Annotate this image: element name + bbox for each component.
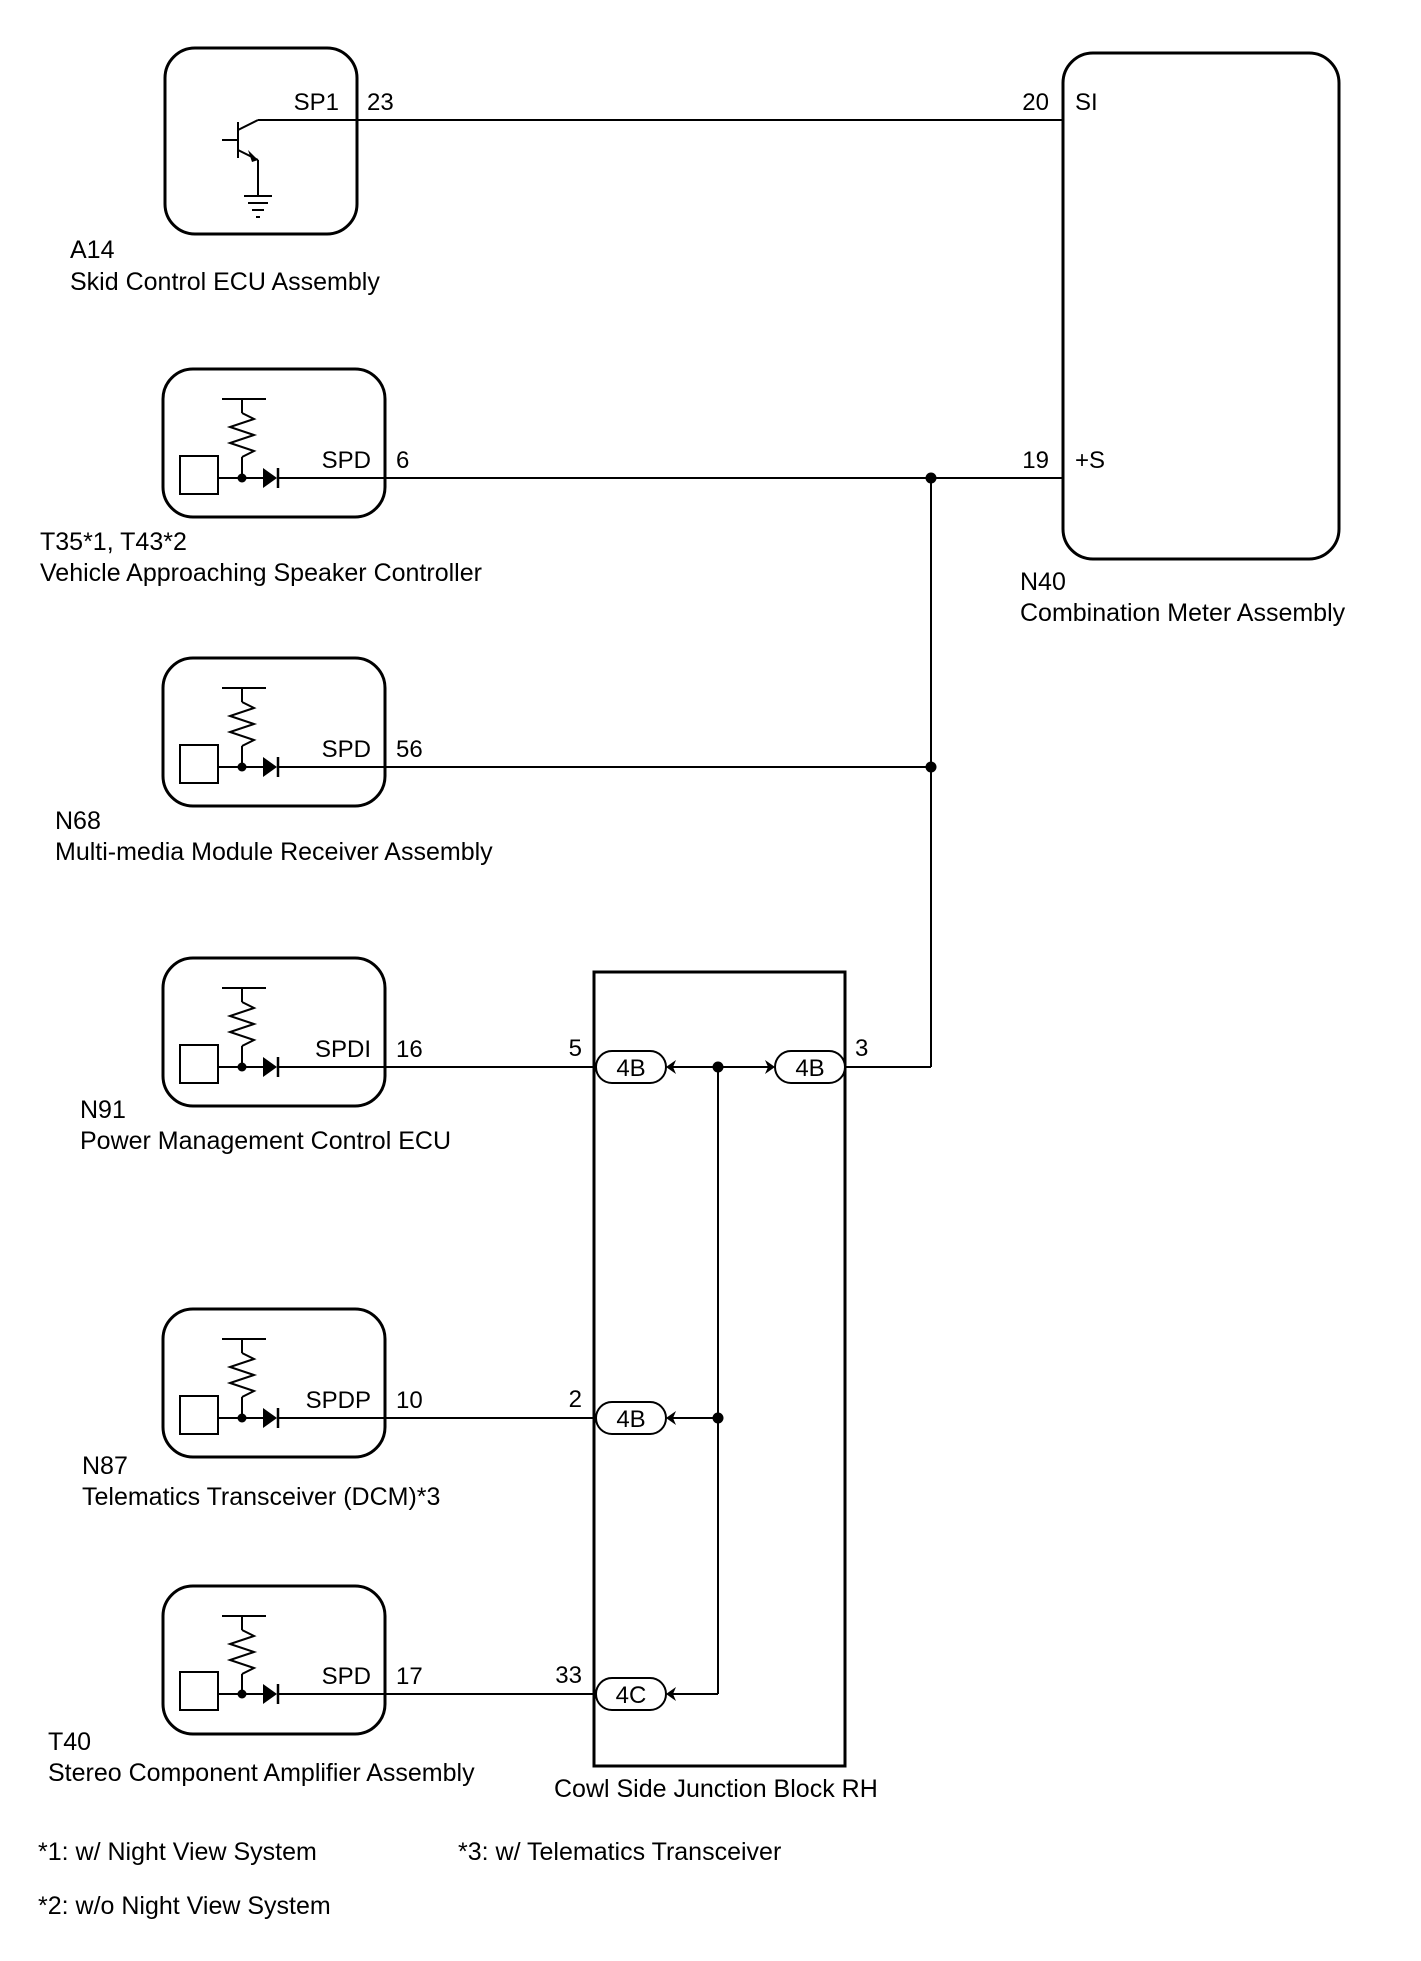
pin-number: 10 [396,1387,423,1414]
junction-block: 4B 4B 4B 4C 5 3 2 33 Cowl Side Junction … [554,970,878,1803]
note-2: *2: w/o Night View System [38,1892,331,1920]
diode-icon [263,757,277,777]
input-box-icon [179,1671,219,1711]
trunk-wiring [385,472,1063,1068]
resistor-icon [226,412,258,458]
input-box-icon [179,1395,219,1435]
ecu-name: Power Management Control ECU [80,1127,451,1155]
diode-icon [263,468,277,488]
junction-pin-5: 5 [569,1035,582,1062]
terminal-label: SPD [322,736,371,763]
svg-text:4B: 4B [616,1406,645,1433]
splice-dot [925,472,937,484]
pin-number: 6 [396,447,409,474]
ecu-code: T35*1, T43*2 [40,528,187,556]
resistor-icon [226,701,258,747]
junction-pin-33: 33 [555,1662,582,1689]
diode-icon [263,1684,277,1704]
meter-n40: 20 SI 19 +S N40 Combination Meter Assemb… [1020,51,1346,627]
meter-n40-code: N40 [1020,568,1066,596]
terminal-label: SPDP [306,1387,371,1414]
svg-text:4B: 4B [616,1055,645,1082]
terminal-label: SPD [322,447,371,474]
ecu-name: Multi-media Module Receiver Assembly [55,838,493,866]
connector-4c-pin33: 4C [595,1677,676,1711]
input-box-icon [179,1044,219,1084]
ecu-code: N68 [55,807,101,835]
pin-number: 16 [396,1036,423,1063]
pin-number: 56 [396,736,423,763]
footnotes: *1: w/ Night View System *3: w/ Telemati… [38,1838,781,1920]
terminal-sp1: SP1 [294,89,339,116]
splice-dot [712,1061,724,1073]
note-3: *3: w/ Telematics Transceiver [458,1838,781,1866]
terminal-plus-s: +S [1075,447,1105,474]
pin-20: 20 [1022,89,1049,116]
transistor-icon [222,119,357,196]
splice-dot [712,1412,724,1424]
connector-4b-pin2: 4B [595,1401,676,1435]
junction-pin-2: 2 [569,1386,582,1413]
ecu-a14: SP1 23 A14 Skid Control ECU Assembly [70,46,394,296]
connector-4b-pin3: 4B [765,1050,846,1084]
ecu-name: Stereo Component Amplifier Assembly [48,1759,475,1787]
connector-4b-pin5: 4B [595,1050,676,1084]
ecu-a14-code: A14 [70,236,115,264]
resistor-icon [226,1629,258,1675]
svg-text:4C: 4C [616,1682,647,1709]
diode-icon [263,1057,277,1077]
pin-19: 19 [1022,447,1049,474]
resistor-icon [226,1352,258,1398]
meter-n40-name: Combination Meter Assembly [1020,599,1346,627]
diode-icon [263,1408,277,1428]
note-1: *1: w/ Night View System [38,1838,317,1866]
resistor-icon [226,1001,258,1047]
ecu-code: T40 [48,1728,91,1756]
input-box-icon [179,744,219,784]
pin-number: 17 [396,1663,423,1690]
input-box-icon [179,455,219,495]
ground-icon [244,195,272,218]
ecu-name: Telematics Transceiver (DCM)*3 [82,1483,440,1511]
terminal-si: SI [1075,89,1098,116]
ecu-name: Vehicle Approaching Speaker Controller [40,559,482,587]
junction-pin-3: 3 [855,1035,868,1062]
pin-23: 23 [367,89,394,116]
junction-name: Cowl Side Junction Block RH [554,1775,878,1803]
ecu-a14-name: Skid Control ECU Assembly [70,268,380,296]
ecu-code: N87 [82,1452,128,1480]
terminal-label: SPDI [315,1036,371,1063]
ecu-code: N91 [80,1096,126,1124]
terminal-label: SPD [322,1663,371,1690]
splice-dot [925,761,937,773]
svg-text:4B: 4B [795,1055,824,1082]
